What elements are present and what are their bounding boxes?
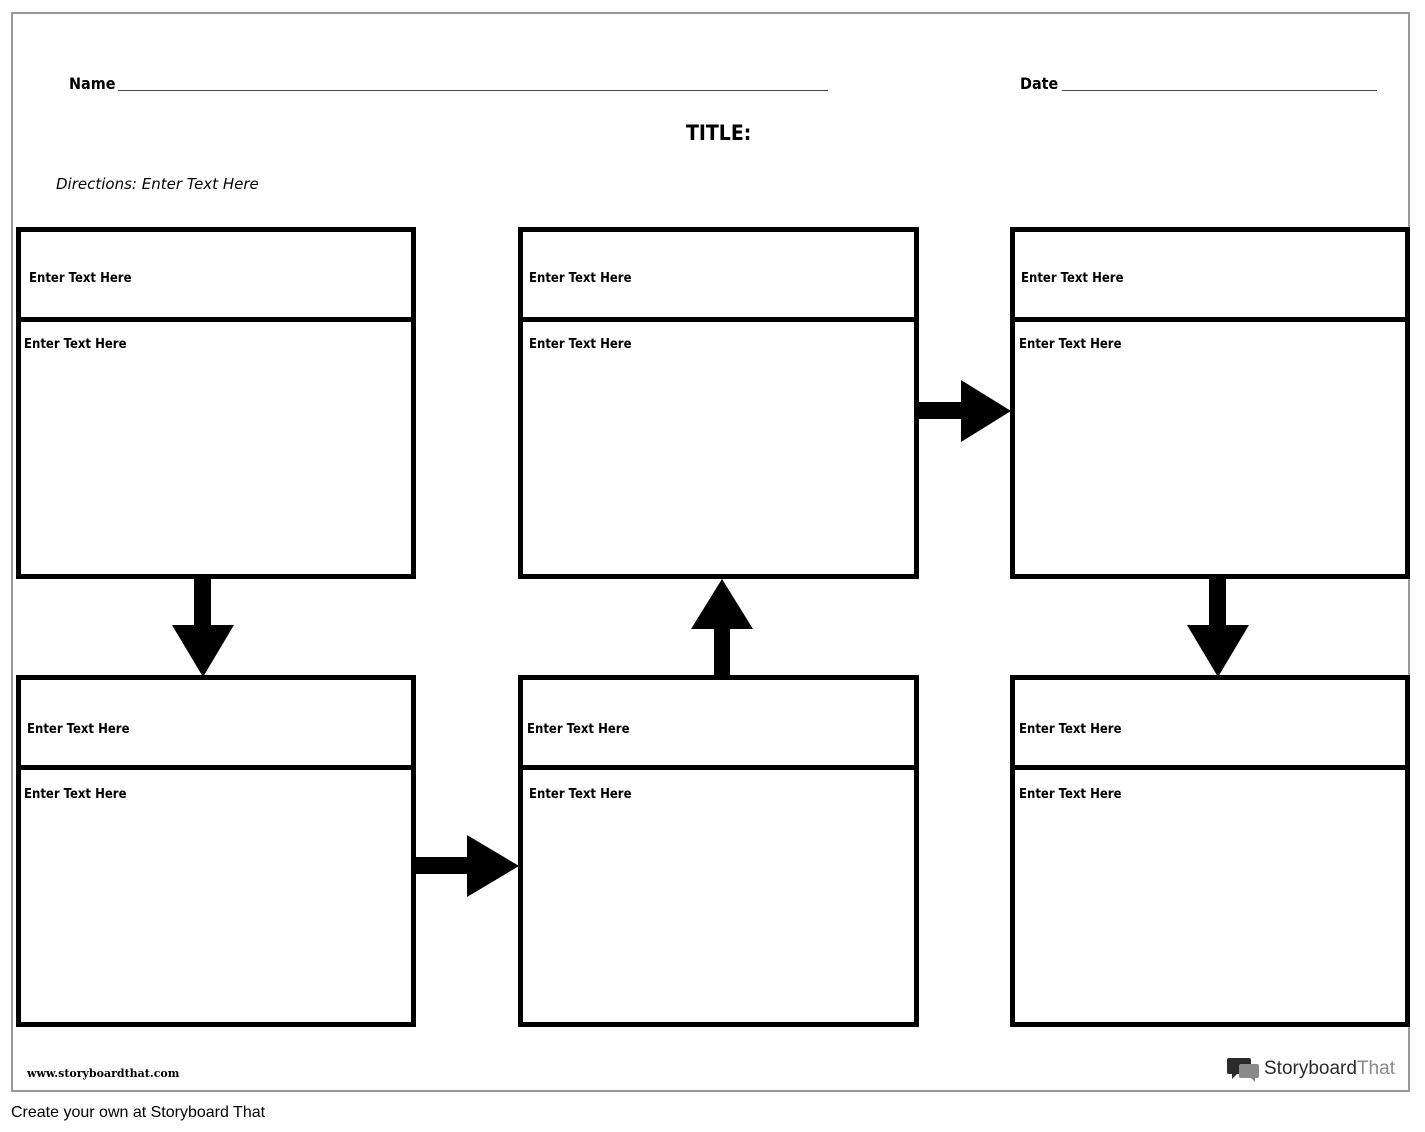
brand-name: StoryboardThat xyxy=(1264,1058,1395,1079)
flow-box-1: Enter Text Here Enter Text Here xyxy=(16,227,416,579)
name-label: Name xyxy=(69,74,116,93)
box-heading-text[interactable]: Enter Text Here xyxy=(29,271,132,286)
box-body-text[interactable]: Enter Text Here xyxy=(529,787,632,802)
box-body-text[interactable]: Enter Text Here xyxy=(24,787,127,802)
directions-text: Directions: Enter Text Here xyxy=(56,175,259,193)
arrow-right-icon xyxy=(415,835,519,897)
arrow-up-icon xyxy=(691,579,753,676)
flow-box-3: Enter Text Here Enter Text Here xyxy=(518,675,919,1027)
brand-logo[interactable]: StoryboardThat xyxy=(1227,1055,1395,1083)
footer-url[interactable]: www.storyboardthat.com xyxy=(27,1067,180,1080)
flow-box-6: Enter Text Here Enter Text Here xyxy=(1010,675,1410,1027)
page-title: TITLE: xyxy=(686,121,752,145)
box-heading-area xyxy=(21,680,411,770)
flow-box-5: Enter Text Here Enter Text Here xyxy=(1010,227,1410,579)
footer-caption[interactable]: Create your own at Storyboard That xyxy=(11,1104,266,1121)
box-body-text[interactable]: Enter Text Here xyxy=(1019,337,1122,352)
arrow-down-icon xyxy=(1187,579,1249,677)
box-heading-area xyxy=(1015,680,1405,770)
box-heading-area xyxy=(21,232,411,322)
box-body-text[interactable]: Enter Text Here xyxy=(529,337,632,352)
box-heading-area xyxy=(1015,232,1405,322)
box-heading-text[interactable]: Enter Text Here xyxy=(27,722,130,737)
box-heading-text[interactable]: Enter Text Here xyxy=(527,722,630,737)
box-heading-area xyxy=(523,680,914,770)
arrow-right-icon xyxy=(918,380,1011,442)
flow-box-4: Enter Text Here Enter Text Here xyxy=(518,227,919,579)
box-body-text[interactable]: Enter Text Here xyxy=(1019,787,1122,802)
name-line xyxy=(118,90,828,91)
box-heading-area xyxy=(523,232,914,322)
speech-bubbles-icon xyxy=(1227,1058,1259,1082)
flow-box-2: Enter Text Here Enter Text Here xyxy=(16,675,416,1027)
box-heading-text[interactable]: Enter Text Here xyxy=(529,271,632,286)
box-body-text[interactable]: Enter Text Here xyxy=(24,337,127,352)
date-label: Date xyxy=(1020,74,1059,93)
box-heading-text[interactable]: Enter Text Here xyxy=(1019,722,1122,737)
arrow-down-icon xyxy=(172,579,234,677)
box-heading-text[interactable]: Enter Text Here xyxy=(1021,271,1124,286)
date-line xyxy=(1062,90,1377,91)
